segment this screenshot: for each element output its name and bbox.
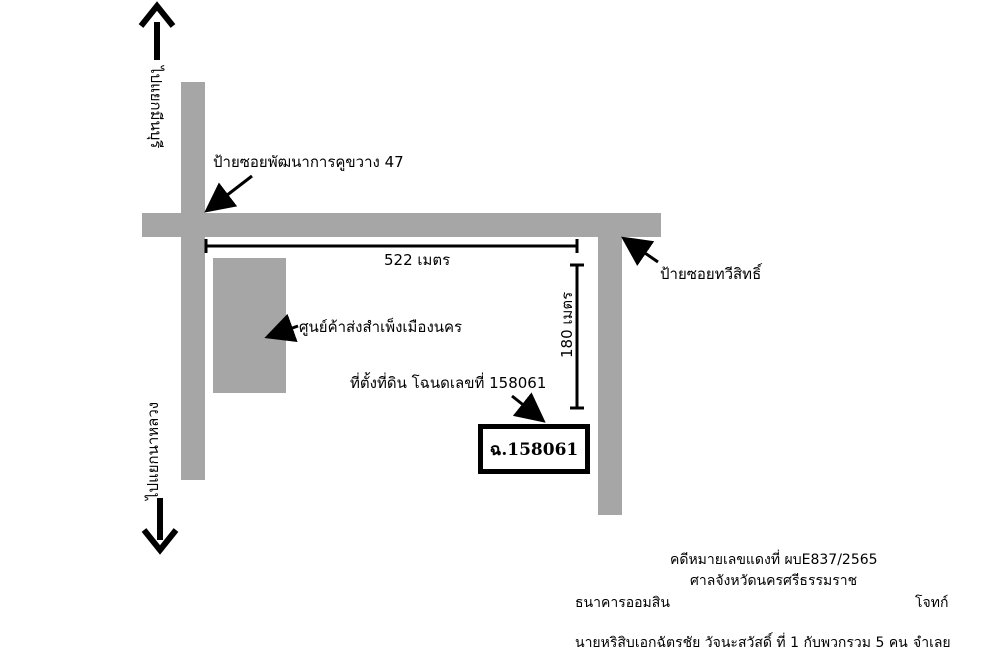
landmark-label: ศูนย์ค้าส่งสำเพ็งเมืองนคร (299, 318, 463, 336)
south-direction-label: ไปแยกนาหลวง (144, 401, 162, 500)
soi-road-vertical-east (598, 225, 622, 515)
distance-measure-vertical (570, 263, 584, 410)
pointer-arrow-soi-pattana (204, 174, 253, 213)
plot-title-deed-box: ฉ.158061 (478, 424, 590, 474)
pointer-arrow-plot (511, 392, 546, 423)
soi-sign-pattana-label: ป้ายซอยพัฒนาการคูขวาง 47 (213, 153, 404, 171)
plot-title-deed-number: ฉ.158061 (489, 439, 579, 460)
main-road-vertical-west (181, 82, 205, 480)
north-direction-label: ไปแยกมีนบุรี (147, 66, 165, 149)
case-number: คดีหมายเลขแดงที่ ผบE837/2565 (670, 552, 878, 568)
defendant-role: จำเลย (913, 635, 951, 651)
south-arrow-icon (141, 498, 179, 555)
plaintiff-name: ธนาคารออมสิน (575, 595, 670, 611)
distance-vertical-label: 180 เมตร (558, 291, 576, 358)
distance-horizontal-label: 522 เมตร (384, 251, 451, 269)
pointer-arrow-landmark (264, 313, 299, 343)
plaintiff-role: โจทก์ (915, 595, 949, 611)
landmark-building-block (213, 258, 286, 393)
distance-measure-horizontal (204, 239, 579, 253)
defendant-name: นายหริสิบเอกฉัตรชัย วัจนะสวัสดิ์ ที่ 1 ก… (575, 635, 908, 651)
soi-sign-thawisit-label: ป้ายซอยทวีสิทธิ์ (660, 265, 762, 283)
north-arrow-icon (138, 1, 176, 60)
pointer-arrow-soi-thawisit (621, 236, 659, 266)
plot-location-label: ที่ตั้งที่ดิน โฉนดเลขที่ 158061 (350, 374, 547, 392)
soi-road-horizontal (142, 213, 661, 237)
court-name: ศาลจังหวัดนครศรีธรรมราช (690, 573, 858, 589)
